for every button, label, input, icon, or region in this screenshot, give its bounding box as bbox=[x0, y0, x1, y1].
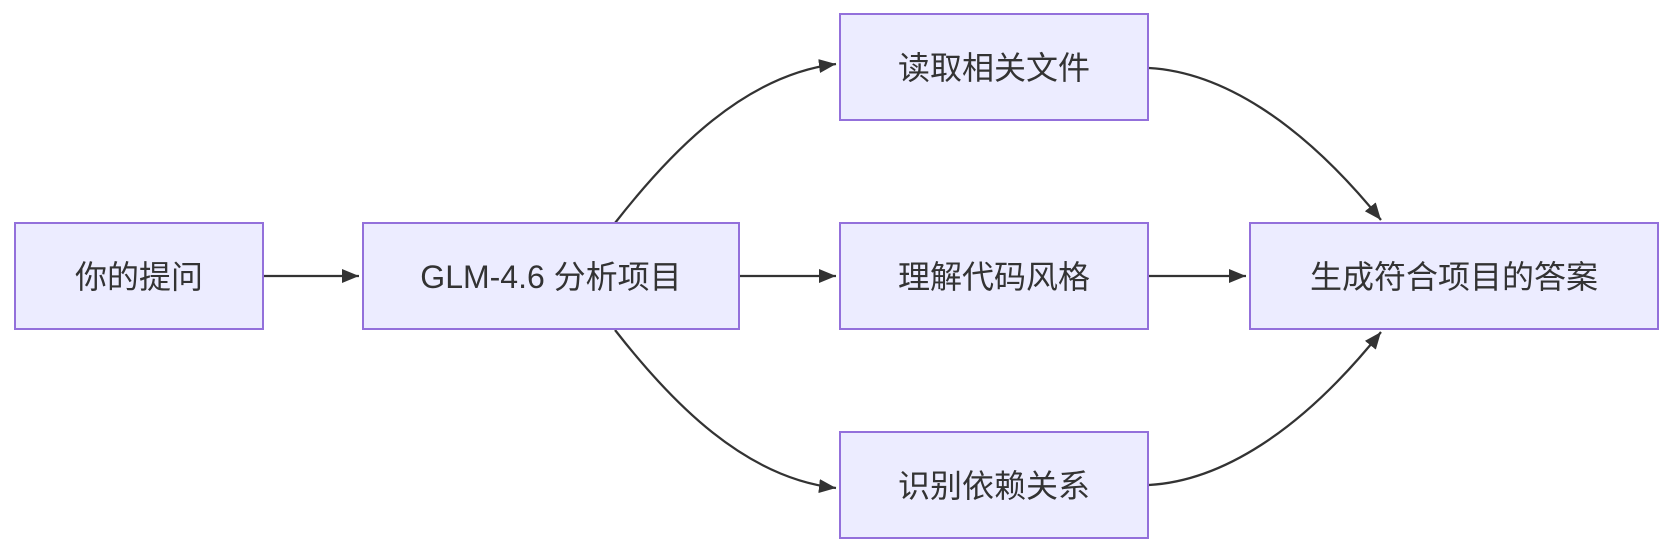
edge-read-files-to-answer bbox=[1148, 66, 1382, 221]
node-question-box bbox=[14, 222, 264, 330]
node-read-files: 读取相关文件 bbox=[839, 13, 1149, 121]
node-code-style: 理解代码风格 bbox=[839, 222, 1149, 330]
edge-dependencies-to-answer bbox=[1148, 331, 1382, 487]
node-answer: 生成符合项目的答案 bbox=[1249, 222, 1659, 330]
node-code-style-box bbox=[839, 222, 1149, 330]
node-question-label: 你的提问 bbox=[75, 259, 203, 295]
node-dependencies-box bbox=[839, 431, 1149, 539]
node-code-style-label: 理解代码风格 bbox=[898, 259, 1090, 295]
edge-analyze-to-dependencies bbox=[614, 329, 837, 494]
node-analyze-box bbox=[362, 222, 740, 330]
node-read-files-box bbox=[839, 13, 1149, 121]
node-answer-label: 生成符合项目的答案 bbox=[1310, 259, 1598, 295]
node-analyze: GLM-4.6 分析项目 bbox=[362, 222, 740, 330]
node-dependencies-label: 识别依赖关系 bbox=[898, 468, 1090, 504]
edge-layer bbox=[263, 59, 1382, 494]
node-read-files-label: 读取相关文件 bbox=[898, 50, 1090, 86]
node-question: 你的提问 bbox=[14, 222, 264, 330]
node-answer-box bbox=[1249, 222, 1659, 330]
node-dependencies: 识别依赖关系 bbox=[839, 431, 1149, 539]
node-analyze-label: GLM-4.6 分析项目 bbox=[420, 259, 681, 295]
edge-analyze-to-read-files bbox=[614, 59, 837, 224]
